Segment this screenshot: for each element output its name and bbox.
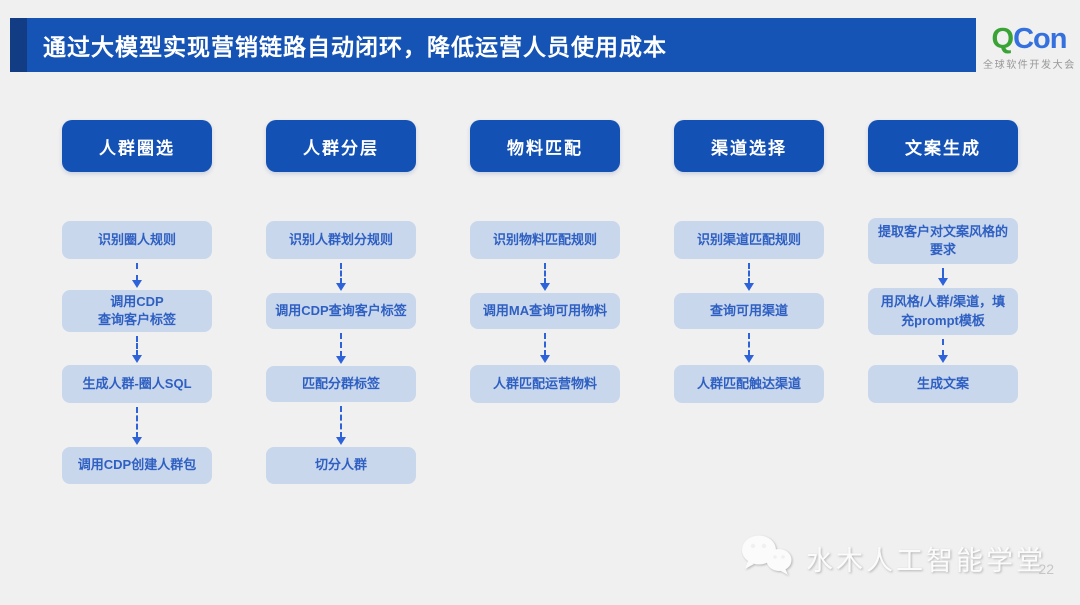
flow-arrow	[743, 263, 755, 291]
column-5-header: 文案生成	[868, 120, 1018, 172]
column-2-step-3: 匹配分群标签	[266, 366, 416, 402]
qcon-logo-con: Con	[1013, 23, 1067, 55]
column-3-step-1: 识别物料匹配规则	[470, 221, 620, 259]
flow-column-channel-selection: 渠道选择 识别渠道匹配规则 查询可用渠道 人群匹配触达渠道	[674, 0, 824, 605]
column-2-step-4: 切分人群	[266, 447, 416, 484]
flow-arrow	[335, 263, 347, 291]
column-2-step-2: 调用CDP查询客户标签	[266, 293, 416, 329]
column-5-step-2: 用风格/人群/渠道，填充prompt模板	[868, 288, 1018, 335]
column-1-step-2: 调用CDP 查询客户标签	[62, 290, 212, 332]
flow-arrow	[131, 336, 143, 363]
title-bar: 通过大模型实现营销链路自动闭环，降低运营人员使用成本	[10, 18, 976, 72]
watermark: 水木人工智能学堂	[738, 532, 1046, 585]
page-number: 22	[1038, 561, 1054, 577]
flow-arrow	[335, 406, 347, 445]
column-5-step-1: 提取客户对文案风格的要求	[868, 218, 1018, 264]
flow-column-audience-selection: 人群圈选 识别圈人规则 调用CDP 查询客户标签 生成人群-圈人SQL 调用CD…	[62, 0, 212, 605]
wechat-icon	[738, 532, 796, 585]
column-1-step-1: 识别圈人规则	[62, 221, 212, 259]
qcon-logo-q: Q	[991, 23, 1015, 55]
column-2-step-1: 识别人群划分规则	[266, 221, 416, 259]
flow-arrow	[335, 333, 347, 364]
flow-arrow	[743, 333, 755, 363]
flow-arrow	[539, 333, 551, 363]
column-1-step-3: 生成人群-圈人SQL	[62, 365, 212, 403]
flow-arrow	[539, 263, 551, 291]
column-3-header: 物料匹配	[470, 120, 620, 172]
flow-column-audience-segmentation: 人群分层 识别人群划分规则 调用CDP查询客户标签 匹配分群标签 切分人群	[266, 0, 416, 605]
qcon-logo: QCon 全球软件开发大会	[983, 24, 1076, 72]
column-5-step-3: 生成文案	[868, 365, 1018, 403]
flow-arrow	[131, 263, 143, 288]
column-3-step-3: 人群匹配运营物料	[470, 365, 620, 403]
flow-column-material-matching: 物料匹配 识别物料匹配规则 调用MA查询可用物料 人群匹配运营物料	[470, 0, 620, 605]
column-1-step-4: 调用CDP创建人群包	[62, 447, 212, 484]
watermark-text: 水木人工智能学堂	[806, 546, 1046, 576]
flow-arrow	[131, 407, 143, 445]
slide-title: 通过大模型实现营销链路自动闭环，降低运营人员使用成本	[43, 34, 667, 60]
flow-arrow	[937, 268, 949, 286]
flow-column-copy-generation: 文案生成 提取客户对文案风格的要求 用风格/人群/渠道，填充prompt模板 生…	[868, 0, 1018, 605]
column-4-step-2: 查询可用渠道	[674, 293, 824, 329]
column-1-header: 人群圈选	[62, 120, 212, 172]
column-4-step-3: 人群匹配触达渠道	[674, 365, 824, 403]
column-4-header: 渠道选择	[674, 120, 824, 172]
column-2-header: 人群分层	[266, 120, 416, 172]
column-3-step-2: 调用MA查询可用物料	[470, 293, 620, 329]
flow-arrow	[937, 339, 949, 363]
column-4-step-1: 识别渠道匹配规则	[674, 221, 824, 259]
qcon-logo-wordmark: QCon	[983, 24, 1075, 54]
qcon-logo-subtitle: 全球软件开发大会	[983, 60, 1076, 72]
title-accent-bar	[10, 18, 27, 72]
